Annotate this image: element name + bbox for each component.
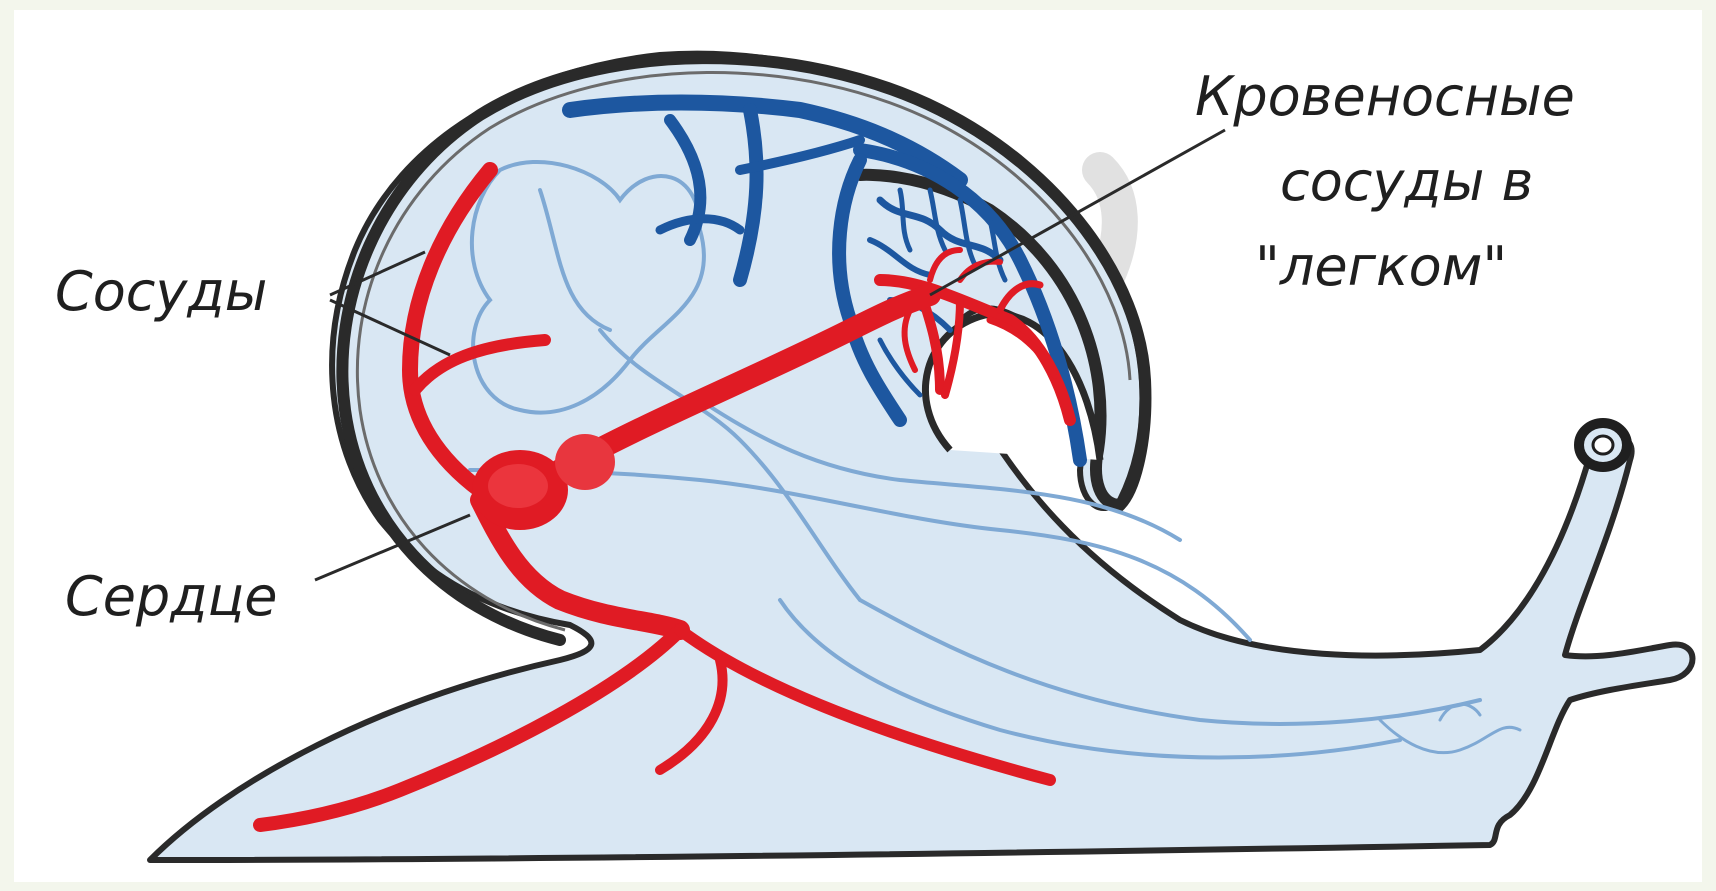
lung-vessels-label-line1: Кровеносные: [1195, 65, 1575, 128]
lung-vessels-label-line3: "легком": [1255, 235, 1507, 298]
lung-vessels-label-line2: сосуды в: [1280, 150, 1533, 213]
vessels-label: Сосуды: [55, 260, 267, 323]
heart-label: Сердце: [65, 565, 278, 628]
